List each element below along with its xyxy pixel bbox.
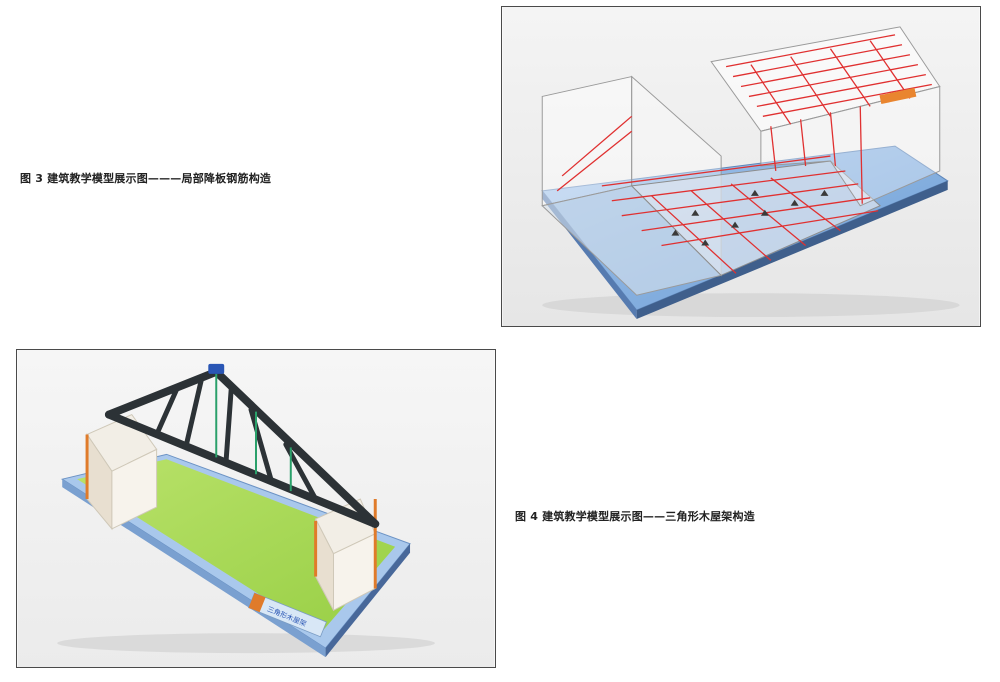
rebar-lines — [556, 34, 932, 274]
figure-3-photo — [501, 6, 981, 327]
spacer-marks — [671, 189, 829, 246]
figure-4-photo: 三角形木屋架 — [16, 349, 496, 668]
figure-4-caption: 图 4 建筑教学模型展示图——三角形木屋架构造 — [515, 510, 755, 523]
figure-3-caption: 图 3 建筑教学模型展示图———局部降板钢筋构造 — [20, 172, 272, 185]
roof-truss — [104, 367, 380, 528]
rebar-model-illustration — [502, 7, 980, 326]
truss-model-illustration: 三角形木屋架 — [17, 350, 495, 667]
ridge-connector — [208, 363, 225, 374]
tie-rods — [215, 373, 292, 492]
model-tag — [879, 87, 917, 105]
